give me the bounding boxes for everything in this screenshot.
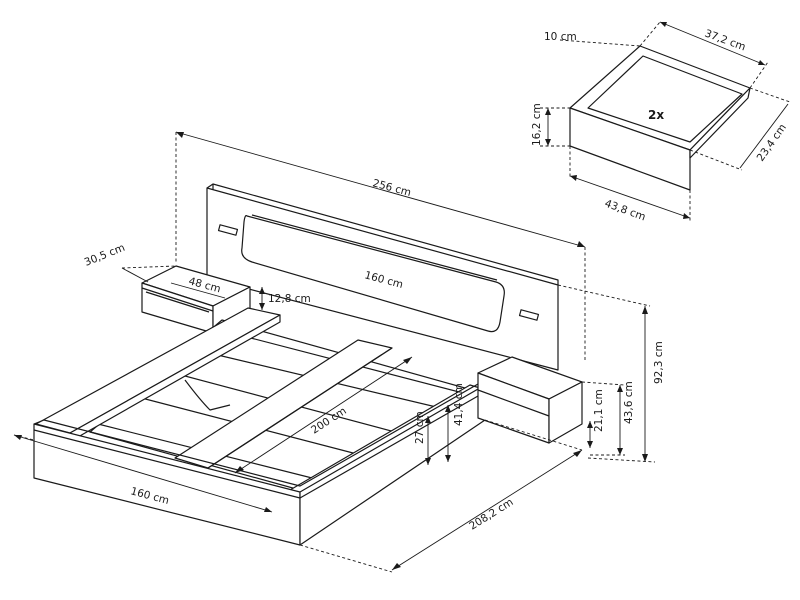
label-drawer-width: 37,2 cm: [703, 28, 747, 54]
label-frame-height: 27 cm: [414, 411, 426, 444]
label-drawer-depth: 23,4 cm: [755, 122, 789, 164]
label-nightstand-depth: 30,5 cm: [83, 242, 127, 269]
drawer-detail: [540, 21, 791, 222]
right-nightstand: [477, 356, 583, 444]
bed-frame: [33, 307, 491, 546]
label-nightstand-top-height: 43,6 cm: [623, 381, 635, 424]
label-total-width: 256 cm: [371, 177, 412, 199]
label-nightstand-drawer-height: 12,8 cm: [268, 293, 311, 305]
bed-dimension-lines: [13, 131, 656, 573]
bed-drawing: [33, 183, 583, 546]
label-drawer-front-width: 43,8 cm: [603, 198, 647, 224]
label-frame-length: 208,2 cm: [467, 496, 515, 532]
label-drawer-quantity: 2x: [648, 108, 664, 122]
headboard: [206, 183, 559, 371]
label-drawer-height: 16,2 cm: [531, 103, 543, 146]
label-rail-height: 41,4 cm: [453, 383, 465, 426]
label-headboard-height: 92,3 cm: [653, 341, 665, 384]
label-nightstand-body-height: 21,1 cm: [593, 389, 605, 432]
label-drawer-side: 10 cm: [544, 31, 577, 43]
